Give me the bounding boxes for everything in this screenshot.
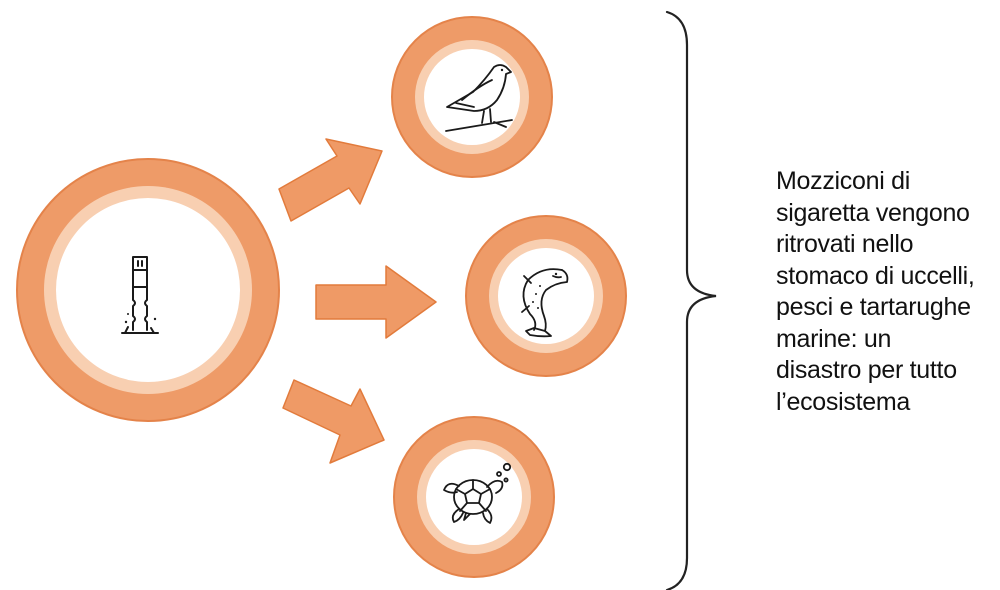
cigarette-butt-icon: [121, 256, 159, 334]
fish-circle: [465, 215, 627, 377]
description-line: sigaretta vengono: [776, 198, 970, 227]
fish-icon: [521, 268, 569, 338]
description-line: Mozziconi di: [776, 167, 910, 195]
turtle-icon: [443, 462, 512, 524]
description-line: stomaco di uccelli,: [776, 261, 975, 290]
arrow-to-turtle: [282, 379, 385, 464]
turtle-circle: [393, 416, 555, 578]
arrow-to-fish: [315, 265, 437, 339]
description-line: ritrovati nello: [776, 230, 914, 258]
grouping-brace: [665, 10, 717, 590]
main-circle: Mozziconi di sigaretta: [16, 132, 280, 422]
description-text: Mozziconi di sigaretta vengono ritrovati…: [776, 166, 998, 418]
description-line: pesci e tartarughe: [776, 293, 971, 321]
bird-icon: [445, 64, 513, 132]
description-line: marine: un: [776, 324, 892, 353]
description-line: disastro per tutto: [776, 356, 957, 384]
description-line: l’ecosistema: [776, 387, 910, 416]
arrow-to-bird: [278, 138, 383, 222]
bird-circle: [391, 16, 553, 178]
